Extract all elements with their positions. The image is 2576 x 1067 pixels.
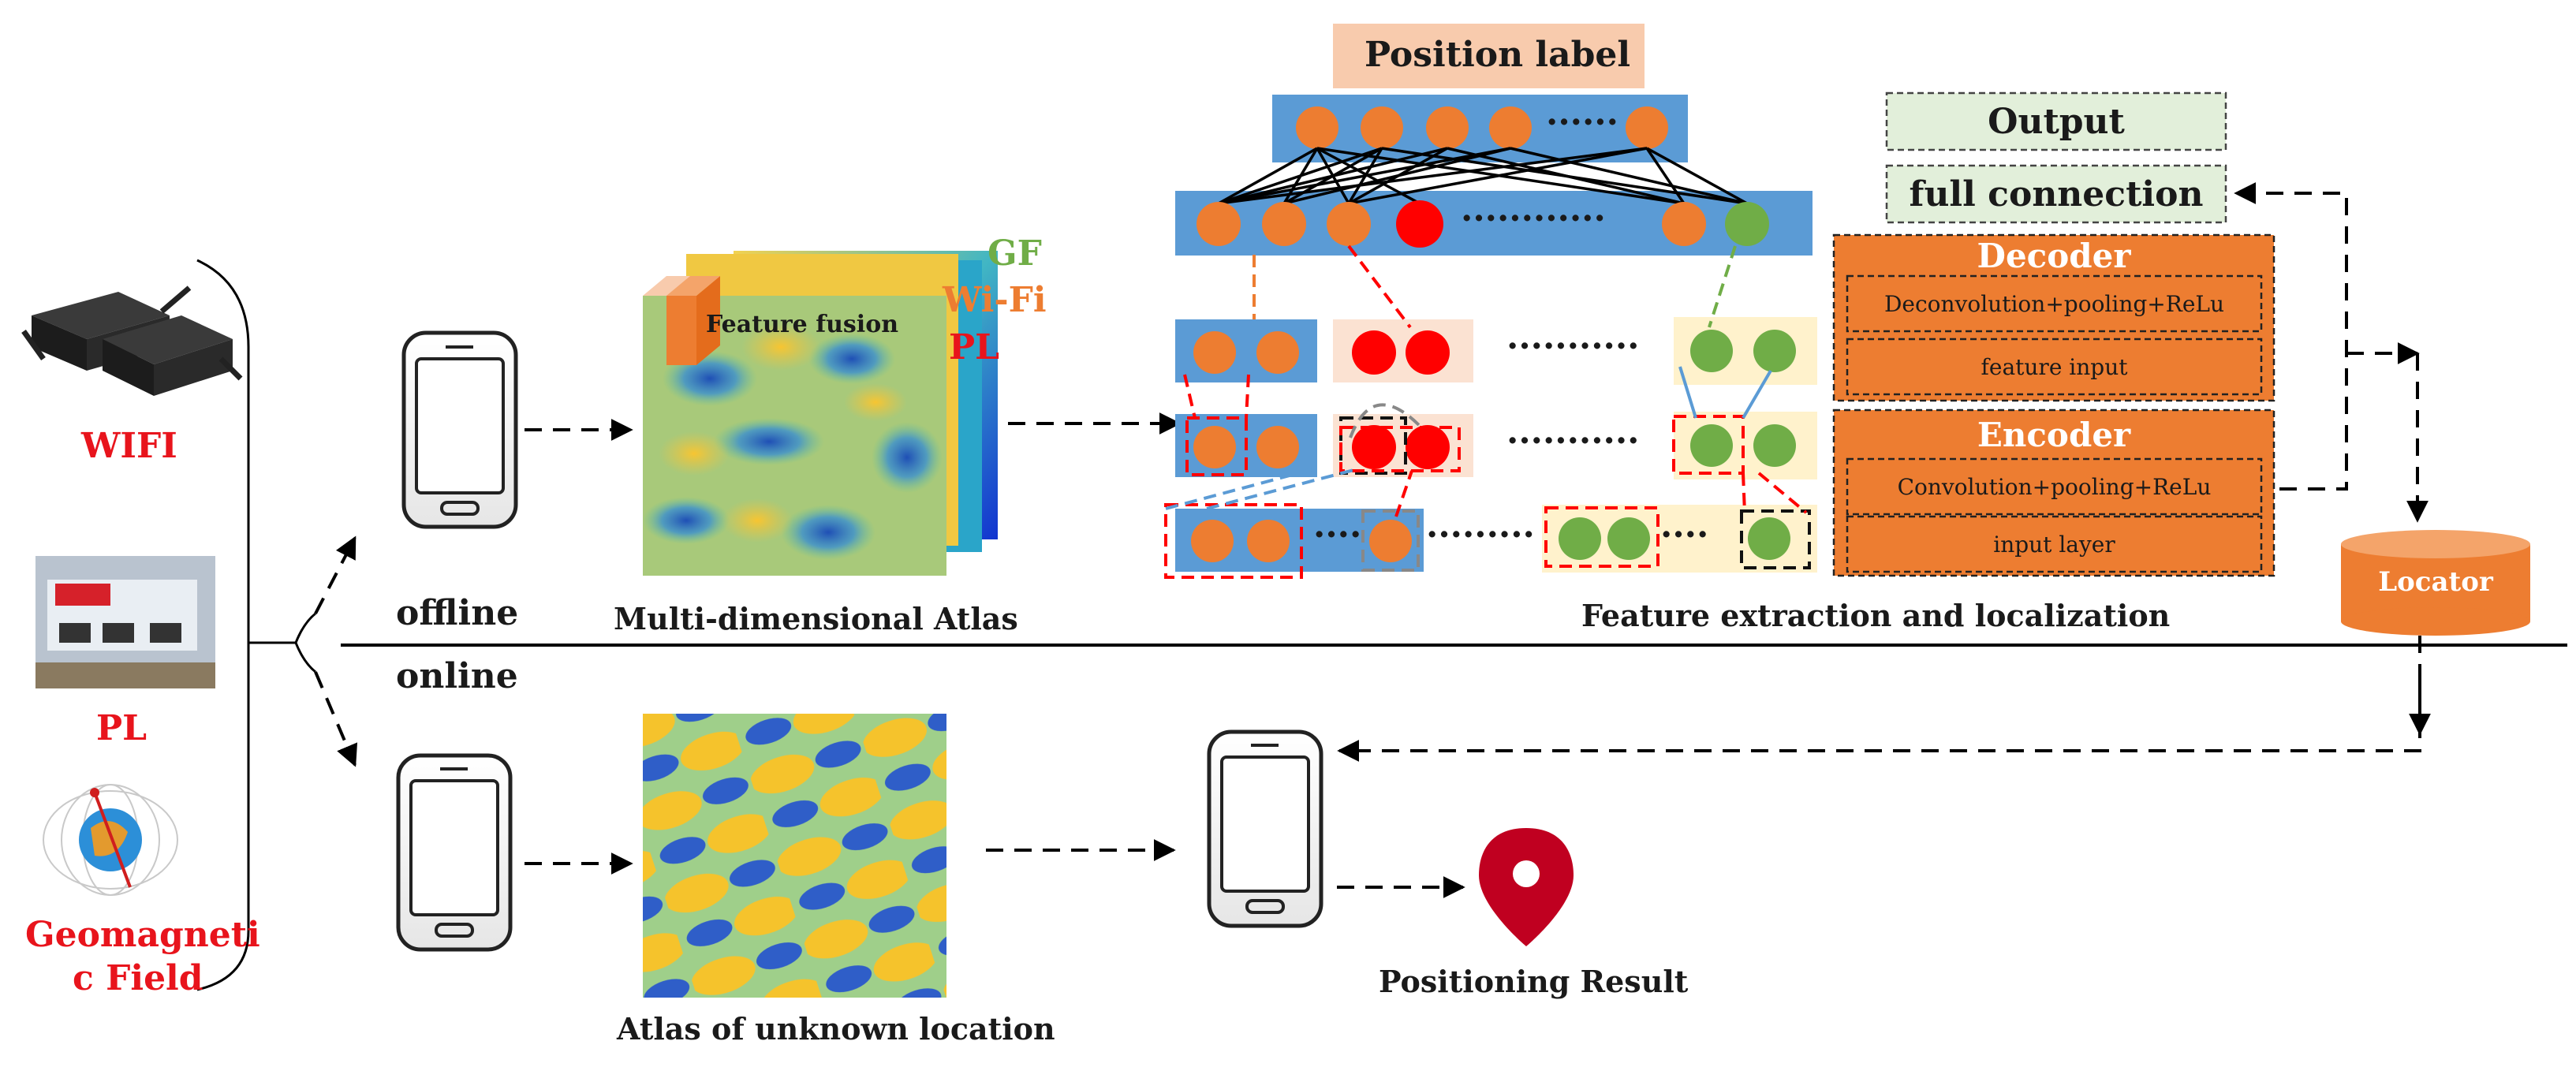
codec-block xyxy=(1832,233,2275,577)
layer-label-wifi: Wi-Fi xyxy=(943,280,1047,320)
pl-device-icon xyxy=(35,556,215,688)
deconv-label: Deconvolution+pooling+ReLu xyxy=(1883,290,2225,317)
arrow-to-online-phone xyxy=(314,671,358,767)
conv-label: Convolution+pooling+ReLu xyxy=(1897,473,2212,500)
fork-curve xyxy=(294,612,316,673)
layer-label-pl: PL xyxy=(949,327,1000,367)
phone-icon-result xyxy=(1207,729,1323,928)
locator-cylinder xyxy=(2341,530,2530,636)
ellipsis-output: ...... xyxy=(1546,93,1618,133)
phone-icon-offline xyxy=(401,330,518,529)
input-layer-label: input layer xyxy=(1993,531,2115,558)
atlas-stack xyxy=(643,251,998,576)
layer-label-gf: GF xyxy=(987,233,1042,274)
phone-icon-online xyxy=(396,753,513,952)
label-wifi: WIFI xyxy=(81,426,177,466)
ellipsis-row-1: ........... xyxy=(1506,317,1640,357)
label-online: online xyxy=(396,656,518,696)
geomagnetic-icon xyxy=(43,784,178,896)
label-multi-atlas: Multi-dimensional Atlas xyxy=(614,601,1018,636)
label-pl: PL xyxy=(96,708,147,748)
router-icon xyxy=(21,285,243,396)
arrow-encoder-to-locator-loop xyxy=(2234,182,2348,491)
source-brace xyxy=(196,259,250,991)
ellipsis-row-3a: .... xyxy=(1313,506,1362,546)
label-feature-extraction: Feature extraction and localization xyxy=(1581,598,2171,633)
output-box xyxy=(1885,91,2227,151)
position-label-box xyxy=(1333,24,1645,88)
ellipsis-row-3c: .... xyxy=(1660,506,1709,546)
ellipsis-hidden: ............ xyxy=(1461,189,1606,229)
label-geomagnetic-2: c Field xyxy=(73,958,203,998)
locator-label: Locator xyxy=(2378,566,2493,598)
full-connection-label: full connection xyxy=(1909,173,2204,215)
output-label: Output xyxy=(1988,101,2125,142)
encoder-label: Encoder xyxy=(1977,415,2131,454)
label-positioning-result: Positioning Result xyxy=(1379,964,1689,999)
network-block xyxy=(1164,95,1817,579)
feature-input-label: feature input xyxy=(1981,353,2128,380)
ellipsis-row-2: ........... xyxy=(1506,412,1640,452)
atlas-unknown-map xyxy=(643,714,946,998)
ellipsis-row-3b: ......... xyxy=(1426,506,1535,546)
label-offline: offline xyxy=(396,593,519,633)
label-geomagnetic-1: Geomagneti xyxy=(25,915,260,955)
location-pin-icon xyxy=(1479,828,1574,946)
decoder-label: Decoder xyxy=(1977,236,2131,275)
label-position-label: Position label xyxy=(1365,35,1631,75)
arrow-to-offline-phone xyxy=(314,535,357,614)
full-connection-box xyxy=(1885,164,2227,224)
arrow-locator-to-phone xyxy=(1337,636,2421,762)
label-unknown-atlas: Atlas of unknown location xyxy=(617,1011,1055,1046)
label-feature-fusion: Feature fusion xyxy=(706,311,899,338)
